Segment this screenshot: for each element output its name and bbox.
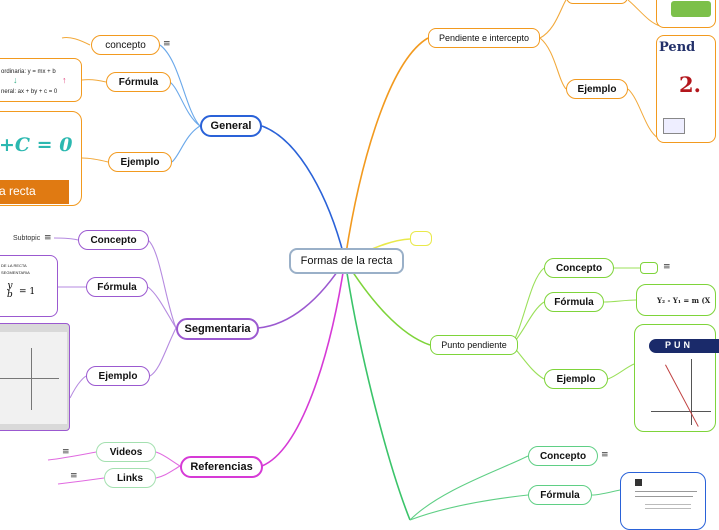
punto-graph-axis-x <box>651 411 711 412</box>
topic-referencias[interactable]: Referencias <box>180 456 263 478</box>
general-ejemplo-node[interactable]: Ejemplo <box>108 152 172 172</box>
whiteboard-photo <box>0 332 67 424</box>
links-note-icon[interactable]: ≡ <box>70 471 78 481</box>
pendiente-top-node[interactable] <box>566 0 628 4</box>
whiteboard-axis-x <box>0 378 59 379</box>
bottom-formula-line1 <box>635 491 697 492</box>
subtopic-label[interactable]: Subtopic <box>13 235 41 242</box>
punto-image-banner: PUN <box>649 339 719 353</box>
referencias-videos-node[interactable]: Videos <box>96 442 156 462</box>
formula-ordinaria-text: ordinaria: y = mx + b <box>1 69 56 75</box>
example-equation: +C = 0 <box>0 134 73 156</box>
bottom-concepto-node[interactable]: Concepto <box>528 446 598 466</box>
seg-formula-head1: DE LA RECTA <box>1 263 27 268</box>
punto-formula-node[interactable]: Fórmula <box>544 292 604 312</box>
bottom-formula-line2 <box>635 496 693 497</box>
segmentaria-ejemplo-node[interactable]: Ejemplo <box>86 366 150 386</box>
segmentaria-ejemplo-image <box>0 323 70 431</box>
general-formula-node[interactable]: Fórmula <box>106 72 171 92</box>
segmentaria-formula-node[interactable]: Fórmula <box>86 277 148 297</box>
bottom-concepto-note-icon[interactable]: ≡ <box>601 450 609 460</box>
empty-floating-topic[interactable] <box>410 231 432 246</box>
topic-pendiente-intercepto[interactable]: Pendiente e intercepto <box>428 28 540 48</box>
bottom-formula-node[interactable]: Fórmula <box>528 485 592 505</box>
general-concepto-node[interactable]: concepto <box>91 35 160 55</box>
videos-note-icon[interactable]: ≡ <box>62 447 70 457</box>
seg-formula-head2: SEGMENTARIA <box>1 270 30 275</box>
central-topic[interactable]: Formas de la recta <box>289 248 404 274</box>
punto-concepto-note-icon[interactable]: ≡ <box>663 262 671 272</box>
subtopic-note-icon[interactable]: ≡ <box>44 233 52 243</box>
formula-general-text: neral: ax + by + c = 0 <box>1 89 58 95</box>
arrow-down-green-icon: ↓ <box>13 75 18 85</box>
punto-graph-axis-y <box>691 359 692 425</box>
seg-formula-eq: = 1 <box>19 287 36 297</box>
punto-graph-line <box>665 364 699 427</box>
pendiente-ejemplo-node[interactable]: Ejemplo <box>566 79 628 99</box>
topic-general[interactable]: General <box>200 115 262 137</box>
connector-lines <box>47 0 661 521</box>
topic-segmentaria[interactable]: Segmentaria <box>176 318 259 340</box>
punto-image-banner-text: PUN <box>665 340 694 350</box>
punto-concepto-node[interactable]: Concepto <box>544 258 614 278</box>
bottom-formula-icon <box>635 479 642 486</box>
general-concepto-note-icon[interactable]: ≡ <box>163 39 171 49</box>
punto-formula-text: Y₂ - Y₁ = m (X <box>657 296 711 305</box>
referencias-links-node[interactable]: Links <box>104 468 156 488</box>
example-caption-bar: a recta <box>0 180 69 204</box>
whiteboard-axis-y <box>31 348 32 410</box>
green-block <box>671 1 711 17</box>
punto-ejemplo-image: PUN <box>634 324 719 432</box>
general-formula-image: ordinaria: y = mx + b neral: ax + by + c… <box>0 58 82 102</box>
punto-ejemplo-node[interactable]: Ejemplo <box>544 369 608 389</box>
bottom-formula-image <box>620 472 706 530</box>
pendiente-image-number: 2. <box>679 72 701 97</box>
example-caption-text: a recta <box>0 184 36 198</box>
bottom-formula-line4 <box>645 508 691 509</box>
segmentaria-concepto-node[interactable]: Concepto <box>78 230 149 250</box>
punto-concepto-child[interactable] <box>640 262 658 274</box>
topic-punto-pendiente[interactable]: Punto pendiente <box>430 335 518 355</box>
pendiente-image-title: Pend <box>659 40 696 55</box>
pendiente-top-image <box>656 0 716 28</box>
general-ejemplo-image: +C = 0 a recta <box>0 111 82 206</box>
logo-icon <box>663 118 685 134</box>
pendiente-ejemplo-image: Pend 2. <box>656 35 716 143</box>
punto-formula-image: Y₂ - Y₁ = m (X <box>636 284 716 316</box>
bottom-formula-line3 <box>645 504 691 505</box>
arrow-up-pink-icon: ↑ <box>62 75 67 85</box>
